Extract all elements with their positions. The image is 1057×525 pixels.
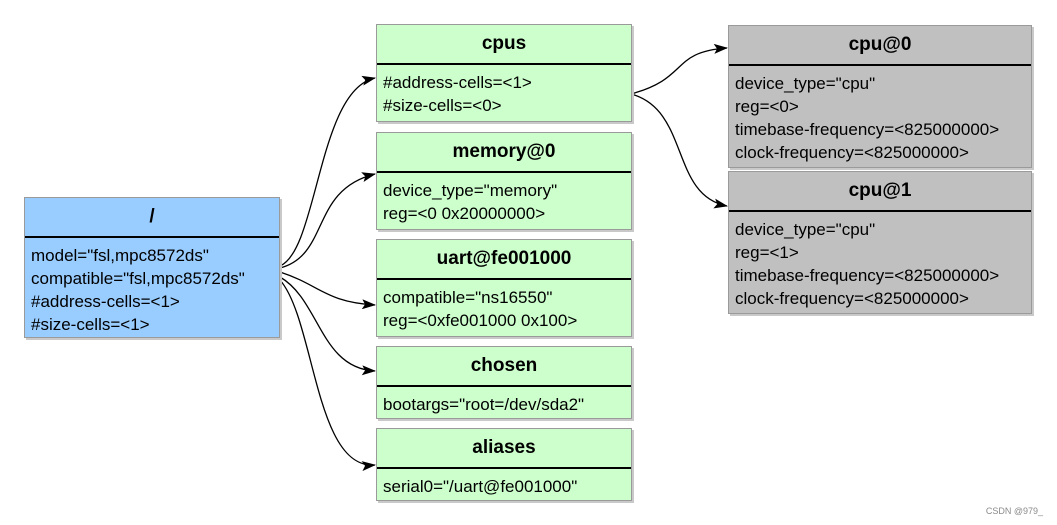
node-title: cpus: [377, 25, 631, 65]
edge-cpus-to-cpu1: [630, 93, 728, 209]
watermark: CSDN @979_: [985, 506, 1043, 516]
node-properties: bootargs="root=/dev/sda2": [377, 387, 631, 416]
node-title: uart@fe001000: [377, 240, 631, 280]
node-property: device_type="memory": [383, 181, 558, 200]
node-title: cpu@0: [729, 26, 1031, 66]
node-property: device_type="cpu": [735, 220, 876, 239]
node-property: reg=<0>: [735, 97, 799, 116]
node-property: device_type="cpu": [735, 74, 876, 93]
node-property: #size-cells=<1>: [31, 315, 150, 334]
edge-cpus-to-cpu0: [630, 43, 728, 95]
node-property: #size-cells=<0>: [383, 96, 502, 115]
node-property: timebase-frequency=<825000000>: [735, 120, 1000, 139]
uart-node: uart@fe001000 compatible="ns16550" reg=<…: [376, 239, 632, 337]
cpu1-node: cpu@1 device_type="cpu" reg=<1> timebase…: [728, 171, 1032, 314]
edge-root-to-aliases: [279, 279, 376, 472]
node-title: chosen: [377, 347, 631, 387]
node-property: bootargs="root=/dev/sda2": [383, 395, 585, 414]
node-properties: compatible="ns16550" reg=<0xfe001000 0x1…: [377, 280, 631, 332]
node-property: clock-frequency=<825000000>: [735, 143, 969, 162]
node-properties: #address-cells=<1> #size-cells=<0>: [377, 65, 631, 117]
node-title: aliases: [377, 429, 631, 469]
edge-root-to-memory: [279, 172, 376, 269]
node-properties: device_type="cpu" reg=<1> timebase-frequ…: [729, 212, 1031, 310]
node-property: reg=<0xfe001000 0x100>: [383, 311, 578, 330]
root-node: / model="fsl,mpc8572ds" compatible="fsl,…: [24, 197, 280, 338]
node-properties: model="fsl,mpc8572ds" compatible="fsl,mp…: [25, 238, 279, 336]
node-property: compatible="ns16550": [383, 288, 553, 307]
node-property: model="fsl,mpc8572ds": [31, 246, 209, 265]
node-title: memory@0: [377, 133, 631, 173]
edge-root-to-chosen: [279, 276, 376, 376]
chosen-node: chosen bootargs="root=/dev/sda2": [376, 346, 632, 419]
node-property: reg=<0 0x20000000>: [383, 204, 546, 223]
node-title: /: [25, 198, 279, 238]
node-properties: device_type="memory" reg=<0 0x20000000>: [377, 173, 631, 225]
node-properties: serial0="/uart@fe001000": [377, 469, 631, 498]
node-property: compatible="fsl,mpc8572ds": [31, 269, 245, 288]
node-property: serial0="/uart@fe001000": [383, 477, 578, 496]
node-property: #address-cells=<1>: [383, 73, 532, 92]
edge-root-to-uart: [279, 271, 376, 310]
node-properties: device_type="cpu" reg=<0> timebase-frequ…: [729, 66, 1031, 164]
node-property: timebase-frequency=<825000000>: [735, 266, 1000, 285]
node-title: cpu@1: [729, 172, 1031, 212]
cpu0-node: cpu@0 device_type="cpu" reg=<0> timebase…: [728, 25, 1032, 168]
edge-root-to-cpus: [279, 75, 376, 267]
node-property: #address-cells=<1>: [31, 292, 180, 311]
cpus-node: cpus #address-cells=<1> #size-cells=<0>: [376, 24, 632, 122]
memory-node: memory@0 device_type="memory" reg=<0 0x2…: [376, 132, 632, 230]
node-property: clock-frequency=<825000000>: [735, 289, 969, 308]
node-property: reg=<1>: [735, 243, 799, 262]
aliases-node: aliases serial0="/uart@fe001000": [376, 428, 632, 501]
